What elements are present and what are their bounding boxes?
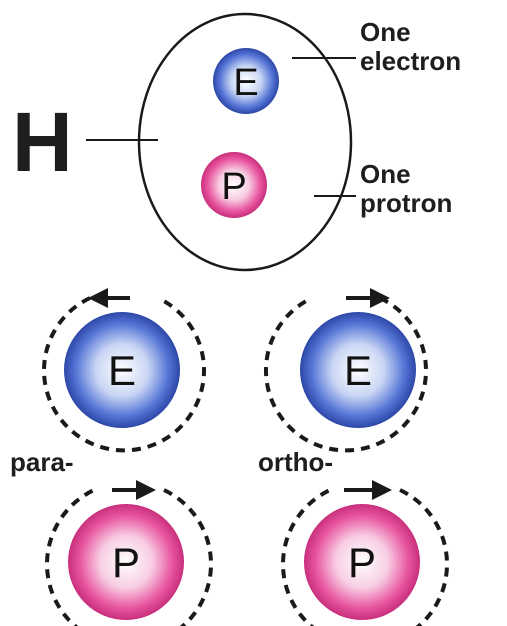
para-label: para-: [10, 447, 74, 477]
atom-symbol-label: H: [12, 95, 73, 189]
ortho-electron-letter: E: [344, 347, 372, 394]
ortho-proton-spin-orbit: [281, 488, 449, 626]
para-electron-spin-orbit: [42, 296, 206, 453]
atom-proton-letter: P: [221, 166, 246, 208]
ortho-proton-spin-arrow-icon: [372, 480, 392, 500]
para-proton-spin-arrow-icon: [136, 480, 156, 500]
atom-electron-letter: E: [233, 62, 258, 104]
proton-label: One protron: [360, 159, 453, 219]
ortho-proton-letter: P: [348, 539, 376, 586]
electron-label-line2: electron: [360, 46, 462, 77]
electron-label: One electron: [360, 17, 462, 77]
ortho-electron-spin-arrow-icon: [370, 288, 390, 308]
electron-label-line1: One: [360, 17, 411, 47]
proton-label-line2: protron: [360, 188, 453, 219]
para-electron-letter: E: [108, 347, 136, 394]
para-proton-letter: P: [112, 539, 140, 586]
para-electron: E: [42, 288, 206, 453]
ortho-electron: E: [264, 288, 428, 453]
atom-outline: [137, 12, 353, 272]
para-electron-spin-arrow-icon: [88, 288, 108, 308]
atom-electron: E: [213, 48, 279, 114]
para-proton: P: [45, 480, 213, 626]
para-proton-spin-orbit: [45, 488, 213, 626]
ortho-electron-spin-orbit: [264, 296, 428, 453]
ortho-proton: P: [281, 480, 449, 626]
ortho-label: ortho-: [258, 447, 334, 477]
atom-proton: P: [201, 152, 267, 218]
proton-label-line1: One: [360, 159, 411, 189]
